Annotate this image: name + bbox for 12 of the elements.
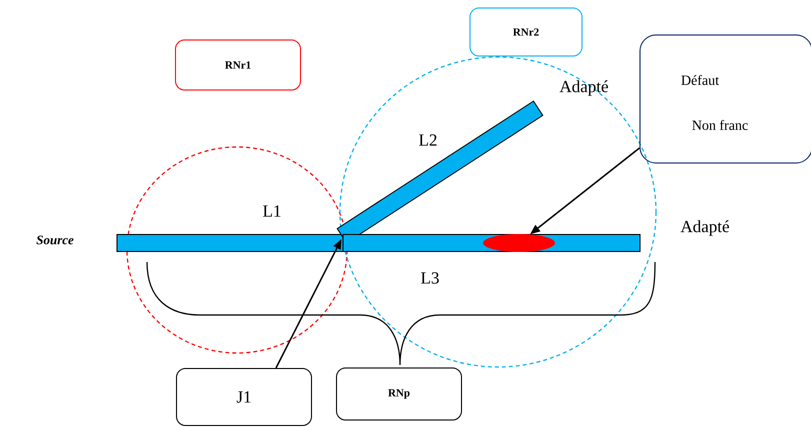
label-box: RNr2 <box>470 8 582 56</box>
cable-label: Adapté <box>680 220 729 236</box>
cable-label: L1 <box>263 205 280 217</box>
label-box: RNr1 <box>175 40 301 90</box>
cable-label: L2 <box>419 134 436 146</box>
label-box: J1 <box>176 368 312 426</box>
cable-label: Source <box>36 236 74 244</box>
cable-label: L3 <box>421 272 439 284</box>
label-box: RNp <box>336 368 462 420</box>
callout-box: Défaut Non franc <box>640 34 811 164</box>
fault-spot <box>483 234 555 252</box>
cable-label: Adapté <box>560 80 608 96</box>
